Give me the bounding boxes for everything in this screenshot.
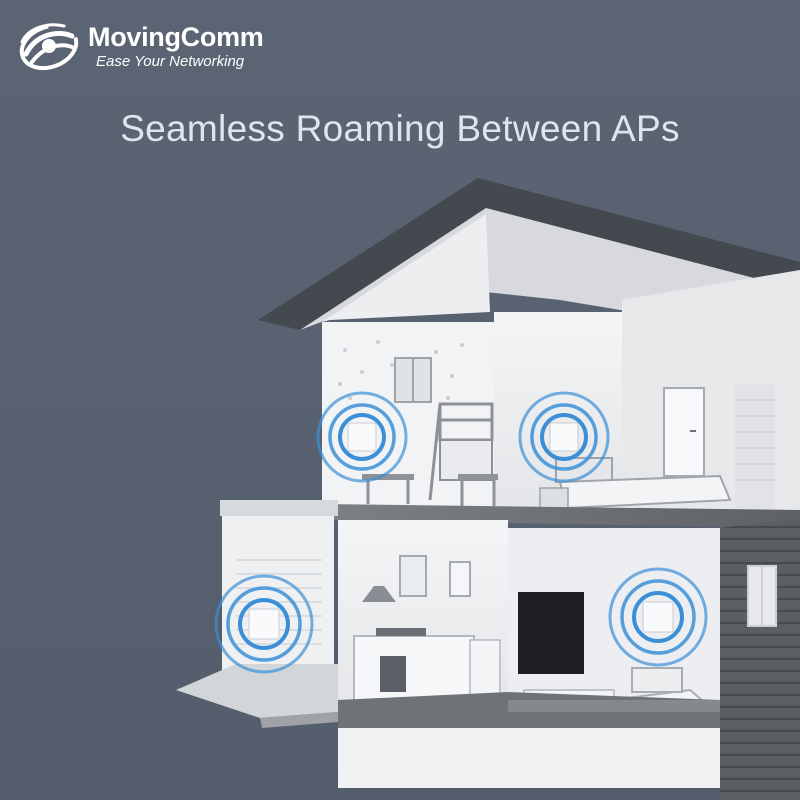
- access-point-bedroom-kids: [316, 391, 408, 483]
- page-headline: Seamless Roaming Between APs: [120, 108, 680, 149]
- garage: [176, 500, 338, 728]
- access-point-bedroom-master: [518, 391, 610, 483]
- brand-tagline: Ease Your Networking: [96, 53, 245, 70]
- swirl-globe-logo-icon: [19, 23, 79, 71]
- brand-logo: MovingComm Ease Your Networking: [18, 18, 268, 78]
- access-point-garage: [214, 574, 314, 674]
- lower-floor: [338, 520, 720, 730]
- access-point-living-room: [608, 567, 708, 667]
- brand-name: MovingComm: [88, 22, 264, 52]
- exterior-siding-wall: [338, 518, 800, 800]
